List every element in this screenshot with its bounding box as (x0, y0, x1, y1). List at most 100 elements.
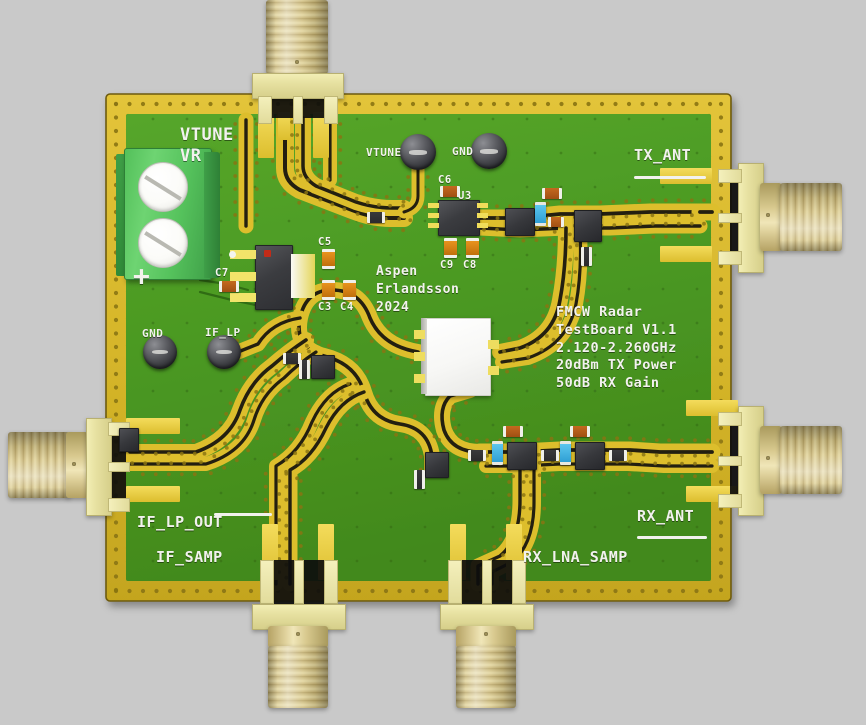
sma-ground-tab (324, 96, 338, 124)
sma-flange (252, 604, 346, 630)
sma-flange (440, 604, 534, 630)
sma-ground-tab (718, 251, 742, 265)
test-point-vtune[interactable] (400, 134, 436, 170)
mixer-pad (488, 366, 499, 375)
u3-pin-row-right (477, 223, 488, 228)
regulator-pin-pad (230, 250, 256, 259)
tx-amplifier-ic-2[interactable] (574, 210, 602, 242)
sma-index-dot (766, 456, 770, 460)
tx-bias-cap-blue[interactable] (535, 202, 546, 226)
rx-lna-ic-2[interactable] (575, 442, 605, 470)
sma-ground-tab (718, 494, 742, 508)
sma-center-pin (108, 462, 130, 472)
tx-bias-resistor[interactable] (542, 188, 562, 199)
sma-connector-right-tx-ant[interactable] (718, 155, 856, 277)
rx-bias-resistor-1[interactable] (503, 426, 523, 437)
sma-connector-top[interactable] (252, 0, 344, 124)
sma-barrel (780, 183, 842, 251)
sma-connector-bottom-if-samp[interactable] (252, 560, 346, 725)
test-point-if-lp[interactable] (207, 335, 241, 369)
sma-barrel-neck (456, 626, 516, 648)
silk-info-line-1: FMCW Radar (556, 304, 643, 320)
sma-barrel (780, 426, 842, 494)
tx-bias-resistor[interactable] (548, 217, 564, 227)
silkscreen-bars (214, 176, 707, 539)
sma-index-dot (72, 462, 76, 466)
regulator-dot-pad (229, 251, 236, 258)
regulator-marking (264, 250, 271, 257)
trace-stitching-vias (130, 120, 710, 583)
sma-index-dot (296, 632, 300, 636)
sma-connector-left-if-lp-out[interactable] (0, 410, 130, 520)
test-point-gnd-left[interactable] (143, 335, 177, 369)
sma-ground-tab (448, 560, 462, 604)
capacitor-c9[interactable] (444, 238, 457, 258)
capacitor-c3[interactable] (322, 280, 335, 300)
silk-info-line-2: TestBoard V1.1 (556, 321, 677, 338)
regulator-pin-pad (230, 293, 256, 302)
capacitor-c7[interactable] (219, 281, 239, 292)
sma-ground-tab (512, 560, 526, 604)
sma-ground-tab (260, 560, 274, 604)
if-lowpass-ic[interactable] (311, 355, 335, 379)
voltage-regulator-u-sot223[interactable] (255, 245, 293, 310)
trace-lo-coupler (492, 220, 588, 369)
sma-index-dot (484, 632, 488, 636)
u3-pin-row-left (428, 213, 439, 218)
rx-lna-ic-1[interactable] (507, 442, 537, 470)
rx-bias-cap-blue-1[interactable] (492, 441, 503, 465)
trace-top-left-stubs (238, 112, 337, 234)
sma-barrel-neck (760, 426, 782, 494)
u3-pin-row-left (428, 223, 439, 228)
sma-barrel-neck (268, 626, 328, 648)
sma-center-pin (482, 560, 492, 604)
sma-ground-tab (324, 560, 338, 604)
sma-ground-tab (718, 169, 742, 183)
if-samp-resistor[interactable] (414, 470, 425, 489)
series-resistor-vtune[interactable] (367, 212, 385, 223)
rx-bias-cap-blue-2[interactable] (560, 441, 571, 465)
power-terminal-block[interactable] (116, 148, 220, 282)
capacitor-c4[interactable] (343, 280, 356, 300)
dc-block-cap-vtune[interactable] (283, 353, 301, 364)
rx-match-cap-1[interactable] (541, 450, 559, 461)
rx-match-cap-2[interactable] (609, 450, 627, 461)
silk-info-line-3: 2.120-2.260GHz (556, 339, 677, 356)
trace-vtune-testpoint (397, 153, 425, 219)
mixer-pad (488, 340, 499, 349)
sma-barrel-neck (760, 183, 782, 251)
sma-connector-right-rx-ant[interactable] (718, 398, 856, 520)
capacitor-c8[interactable] (466, 238, 479, 258)
sma-ground-tab (718, 412, 742, 426)
u3-pin-row-left (428, 203, 439, 208)
capacitor-c5[interactable] (322, 249, 335, 269)
silk-info-block: FMCW Radar TestBoard V1.1 2.120-2.260GHz… (556, 304, 677, 393)
terminal-screw-1[interactable] (138, 162, 188, 212)
rx-input-cap[interactable] (468, 450, 486, 461)
silk-info-line-5: 50dB RX Gain (556, 375, 660, 392)
trace-if-samp (269, 377, 372, 592)
terminal-block-side-shade (204, 152, 220, 278)
tx-output-match-cap[interactable] (581, 247, 592, 266)
vco-ic-u3[interactable] (438, 200, 480, 236)
sma-connector-bottom-rx-lna-samp[interactable] (440, 560, 534, 725)
tx-amplifier-ic-1[interactable] (505, 208, 535, 236)
mixer-pad (414, 352, 425, 361)
mixer-module[interactable] (425, 318, 491, 396)
sma-index-dot (766, 213, 770, 217)
if-lp-out-block[interactable] (119, 428, 139, 452)
terminal-screw-2[interactable] (138, 218, 188, 268)
sma-flange (738, 406, 764, 516)
rx-bias-resistor-2[interactable] (570, 426, 590, 437)
sma-center-pin (718, 456, 742, 466)
sma-center-pin (294, 560, 304, 604)
mixer-pad (414, 374, 425, 383)
if-samp-block[interactable] (425, 452, 449, 478)
sma-ground-tab (258, 96, 272, 124)
if-lowpass-resistor[interactable] (299, 360, 310, 379)
silk-info-line-4: 20dBm TX Power (556, 357, 677, 374)
capacitor-c6[interactable] (440, 186, 460, 197)
sma-center-pin (293, 96, 303, 124)
test-point-gnd-top[interactable] (471, 133, 507, 169)
